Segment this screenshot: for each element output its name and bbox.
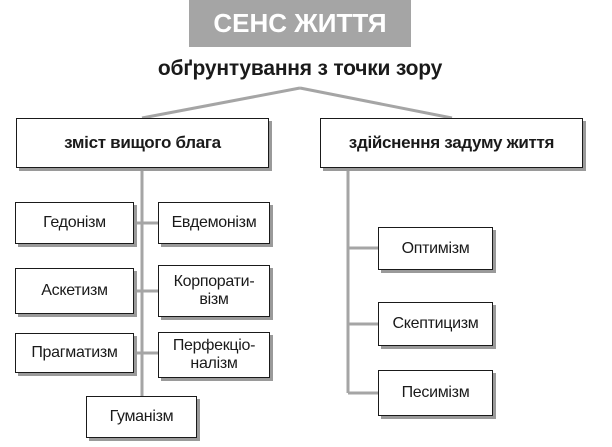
connector-to-left-branch bbox=[141, 86, 301, 120]
item-optimism-label: Оптимізм bbox=[401, 239, 470, 257]
branch-life-plan-label: здійснення задуму життя bbox=[348, 133, 555, 152]
title-banner: СЕНС ЖИТТЯ bbox=[189, 0, 411, 47]
branch-highest-good-label: зміст вищого блага bbox=[64, 133, 221, 152]
item-eudaemonism: Евдемонізм bbox=[158, 202, 270, 244]
item-optimism: Оптимізм bbox=[378, 227, 493, 270]
item-eudaemonism-label: Евдемонізм bbox=[171, 214, 257, 231]
item-pragmatism: Прагматизм bbox=[15, 333, 134, 373]
title-text: СЕНС ЖИТТЯ bbox=[213, 8, 387, 38]
item-scepticism-label: Скептицизм bbox=[392, 315, 479, 332]
item-humanism: Гуманізм bbox=[86, 396, 197, 438]
item-perfectionism: Перфекціо- налізм bbox=[158, 332, 270, 378]
item-hedonism: Гедонізм bbox=[15, 202, 134, 244]
item-pragmatism-label: Прагматизм bbox=[31, 344, 118, 361]
item-asceticism: Аскетизм bbox=[15, 268, 134, 314]
connector-to-right-branch bbox=[299, 86, 453, 120]
item-scepticism: Скептицизм bbox=[378, 302, 493, 346]
item-asceticism-label: Аскетизм bbox=[41, 282, 108, 299]
subtitle: обґрунтування з точки зору bbox=[157, 57, 443, 80]
item-humanism-label: Гуманізм bbox=[109, 408, 174, 425]
item-corporatism: Корпорати- візм bbox=[158, 265, 270, 317]
item-hedonism-label: Гедонізм bbox=[43, 214, 106, 231]
item-pessimism-label: Песимізм bbox=[401, 384, 470, 401]
item-perfectionism-label: Перфекціо- налізм bbox=[172, 337, 256, 372]
item-pessimism: Песимізм bbox=[378, 370, 493, 416]
branch-life-plan: здійснення задуму життя bbox=[320, 118, 583, 168]
branch-highest-good: зміст вищого блага bbox=[16, 118, 269, 168]
item-corporatism-label: Корпорати- візм bbox=[173, 273, 255, 308]
